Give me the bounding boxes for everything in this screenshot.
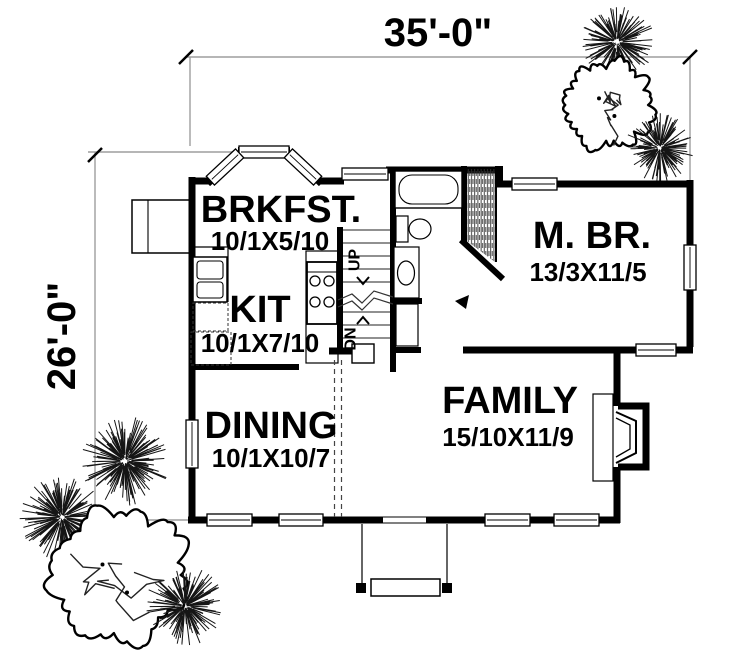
room-size-mbr: 13/3X11/5 [529,257,646,287]
stair-arrow-icon [356,276,370,286]
stair-arrow-icon [356,315,370,325]
room-labels: BRKFST. 10/1X5/10 KIT 10/1X7/10 DINING 1… [201,189,651,473]
dim-tick [682,49,698,65]
bush-icon [627,113,693,183]
window [341,167,389,181]
kitchen-fixtures [190,246,339,366]
bathtub-icon [394,170,463,209]
bush-icon [582,7,653,79]
stairs: UP DN [337,229,394,364]
window [206,513,253,527]
room-label-mbr: M. BR. [533,215,651,257]
tree-branch-icon [69,553,115,596]
window [553,513,600,527]
tree-branch-icon [604,108,619,146]
window [683,244,697,291]
refrigerator-icon [190,331,232,366]
counter [192,302,229,332]
tree-branch-icon [96,571,165,599]
bush-icon [146,569,221,646]
chimney-icon [131,199,191,254]
porch-post [356,583,366,593]
window [278,513,324,527]
stair-landing [351,343,375,364]
room-label-brkfst: BRKFST. [201,189,361,231]
porch [356,524,452,597]
porch-step [370,578,441,597]
tree-dot-icon [125,590,129,595]
room-label-kit: KIT [229,289,290,331]
bathroom-sink-icon [393,246,420,299]
room-label-family: FAMILY [442,380,578,422]
room-divider-dashed [333,360,343,517]
room-label-dining: DINING [205,405,338,447]
tree-branch-icon [107,562,150,622]
master-closet [467,166,497,262]
hall-closet [395,303,419,347]
front-door-opening [383,516,426,524]
stairs-down-label: DN [343,327,360,350]
fireplace-icon [592,393,650,482]
stairs-up-label: UP [347,249,364,272]
window [511,177,558,191]
room-size-kit: 10/1X7/10 [201,328,320,358]
window [185,419,199,469]
room-size-family: 15/10X11/9 [442,422,574,452]
overall-depth-dimension: 26'-0" [40,282,84,391]
landscaping [19,7,693,650]
bush-icon [82,417,167,506]
windows [185,145,697,527]
room-size-dining: 10/1X10/7 [212,443,331,473]
kitchen-sink-icon [192,256,228,303]
toilet-icon [395,215,432,243]
bay-window [205,145,323,186]
window [635,343,677,357]
tree-dot-icon [612,114,617,118]
dim-tick [178,49,194,65]
porch-post [442,583,452,593]
tree-branch-icon [603,90,617,107]
dim-tick [87,147,103,163]
tree-dot-icon [597,96,601,101]
stair-break-line [337,290,394,304]
door-marker-icon [455,295,469,309]
tree-branch-icon [608,91,622,111]
bathroom-fixtures [393,170,463,299]
tree-dot-icon [100,562,105,567]
overall-width-dimension: 35'-0" [384,11,493,55]
stair-break-line [337,297,394,311]
stove-icon [306,261,338,325]
window [484,513,531,527]
room-size-brkfst: 10/1X5/10 [211,226,330,256]
closet-hatch [467,169,495,262]
